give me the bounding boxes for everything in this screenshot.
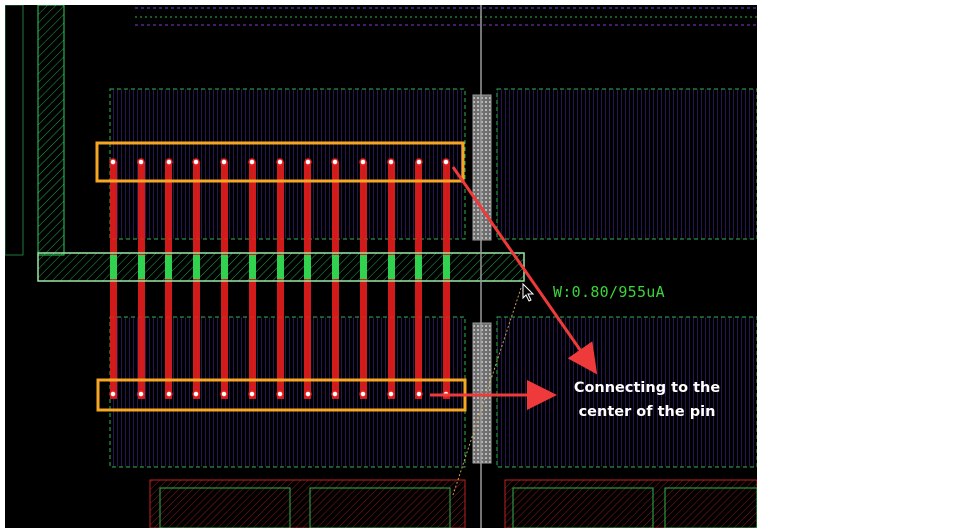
via-circle-icon (109, 390, 117, 398)
mouse-pointer-icon (522, 282, 535, 302)
via-circle-icon (192, 158, 200, 166)
horizontal-power-rail[interactable] (37, 252, 525, 282)
via-circle-icon (276, 390, 284, 398)
via-circle-icon (137, 390, 145, 398)
layout-drawing[interactable] (5, 5, 757, 528)
left-power-rail (5, 5, 65, 256)
via-circle-icon (442, 158, 450, 166)
lower-pin-vias[interactable] (109, 390, 450, 398)
via-circle-icon (137, 158, 145, 166)
upper-pin-highlight-box (95, 141, 465, 183)
via-circle-icon (359, 158, 367, 166)
via-circle-icon (359, 390, 367, 398)
via-circle-icon (248, 158, 256, 166)
callout-line-1: Connecting to the (573, 380, 721, 396)
guide-line (452, 287, 522, 496)
bottom-blocks (149, 479, 757, 528)
via-circle-icon (165, 390, 173, 398)
via-circle-icon (304, 390, 312, 398)
via-circle-icon (109, 158, 117, 166)
via-circle-icon (165, 158, 173, 166)
via-circle-icon (387, 158, 395, 166)
via-circle-icon (304, 158, 312, 166)
wire-info-readout: W:0.80/955uA (553, 283, 665, 301)
via-circle-icon (331, 390, 339, 398)
via-circle-icon (192, 390, 200, 398)
callout-line-2: center of the pin (578, 404, 716, 420)
diagonal-callout-arrow (451, 166, 598, 375)
via-circle-icon (415, 158, 423, 166)
via-circle-icon (415, 390, 423, 398)
via-circle-icon (331, 158, 339, 166)
via-circle-icon (387, 390, 395, 398)
upper-cell-region (109, 88, 757, 240)
layout-canvas[interactable]: W:0.80/955uA Connecting to the center of… (5, 5, 757, 528)
upper-pin-vias[interactable] (109, 158, 450, 166)
via-circle-icon (220, 390, 228, 398)
via-circle-icon (248, 390, 256, 398)
callout-label: Connecting to the center of the pin (543, 376, 751, 424)
top-rows (135, 7, 757, 26)
via-circle-icon (220, 158, 228, 166)
via-circle-icon (276, 158, 284, 166)
